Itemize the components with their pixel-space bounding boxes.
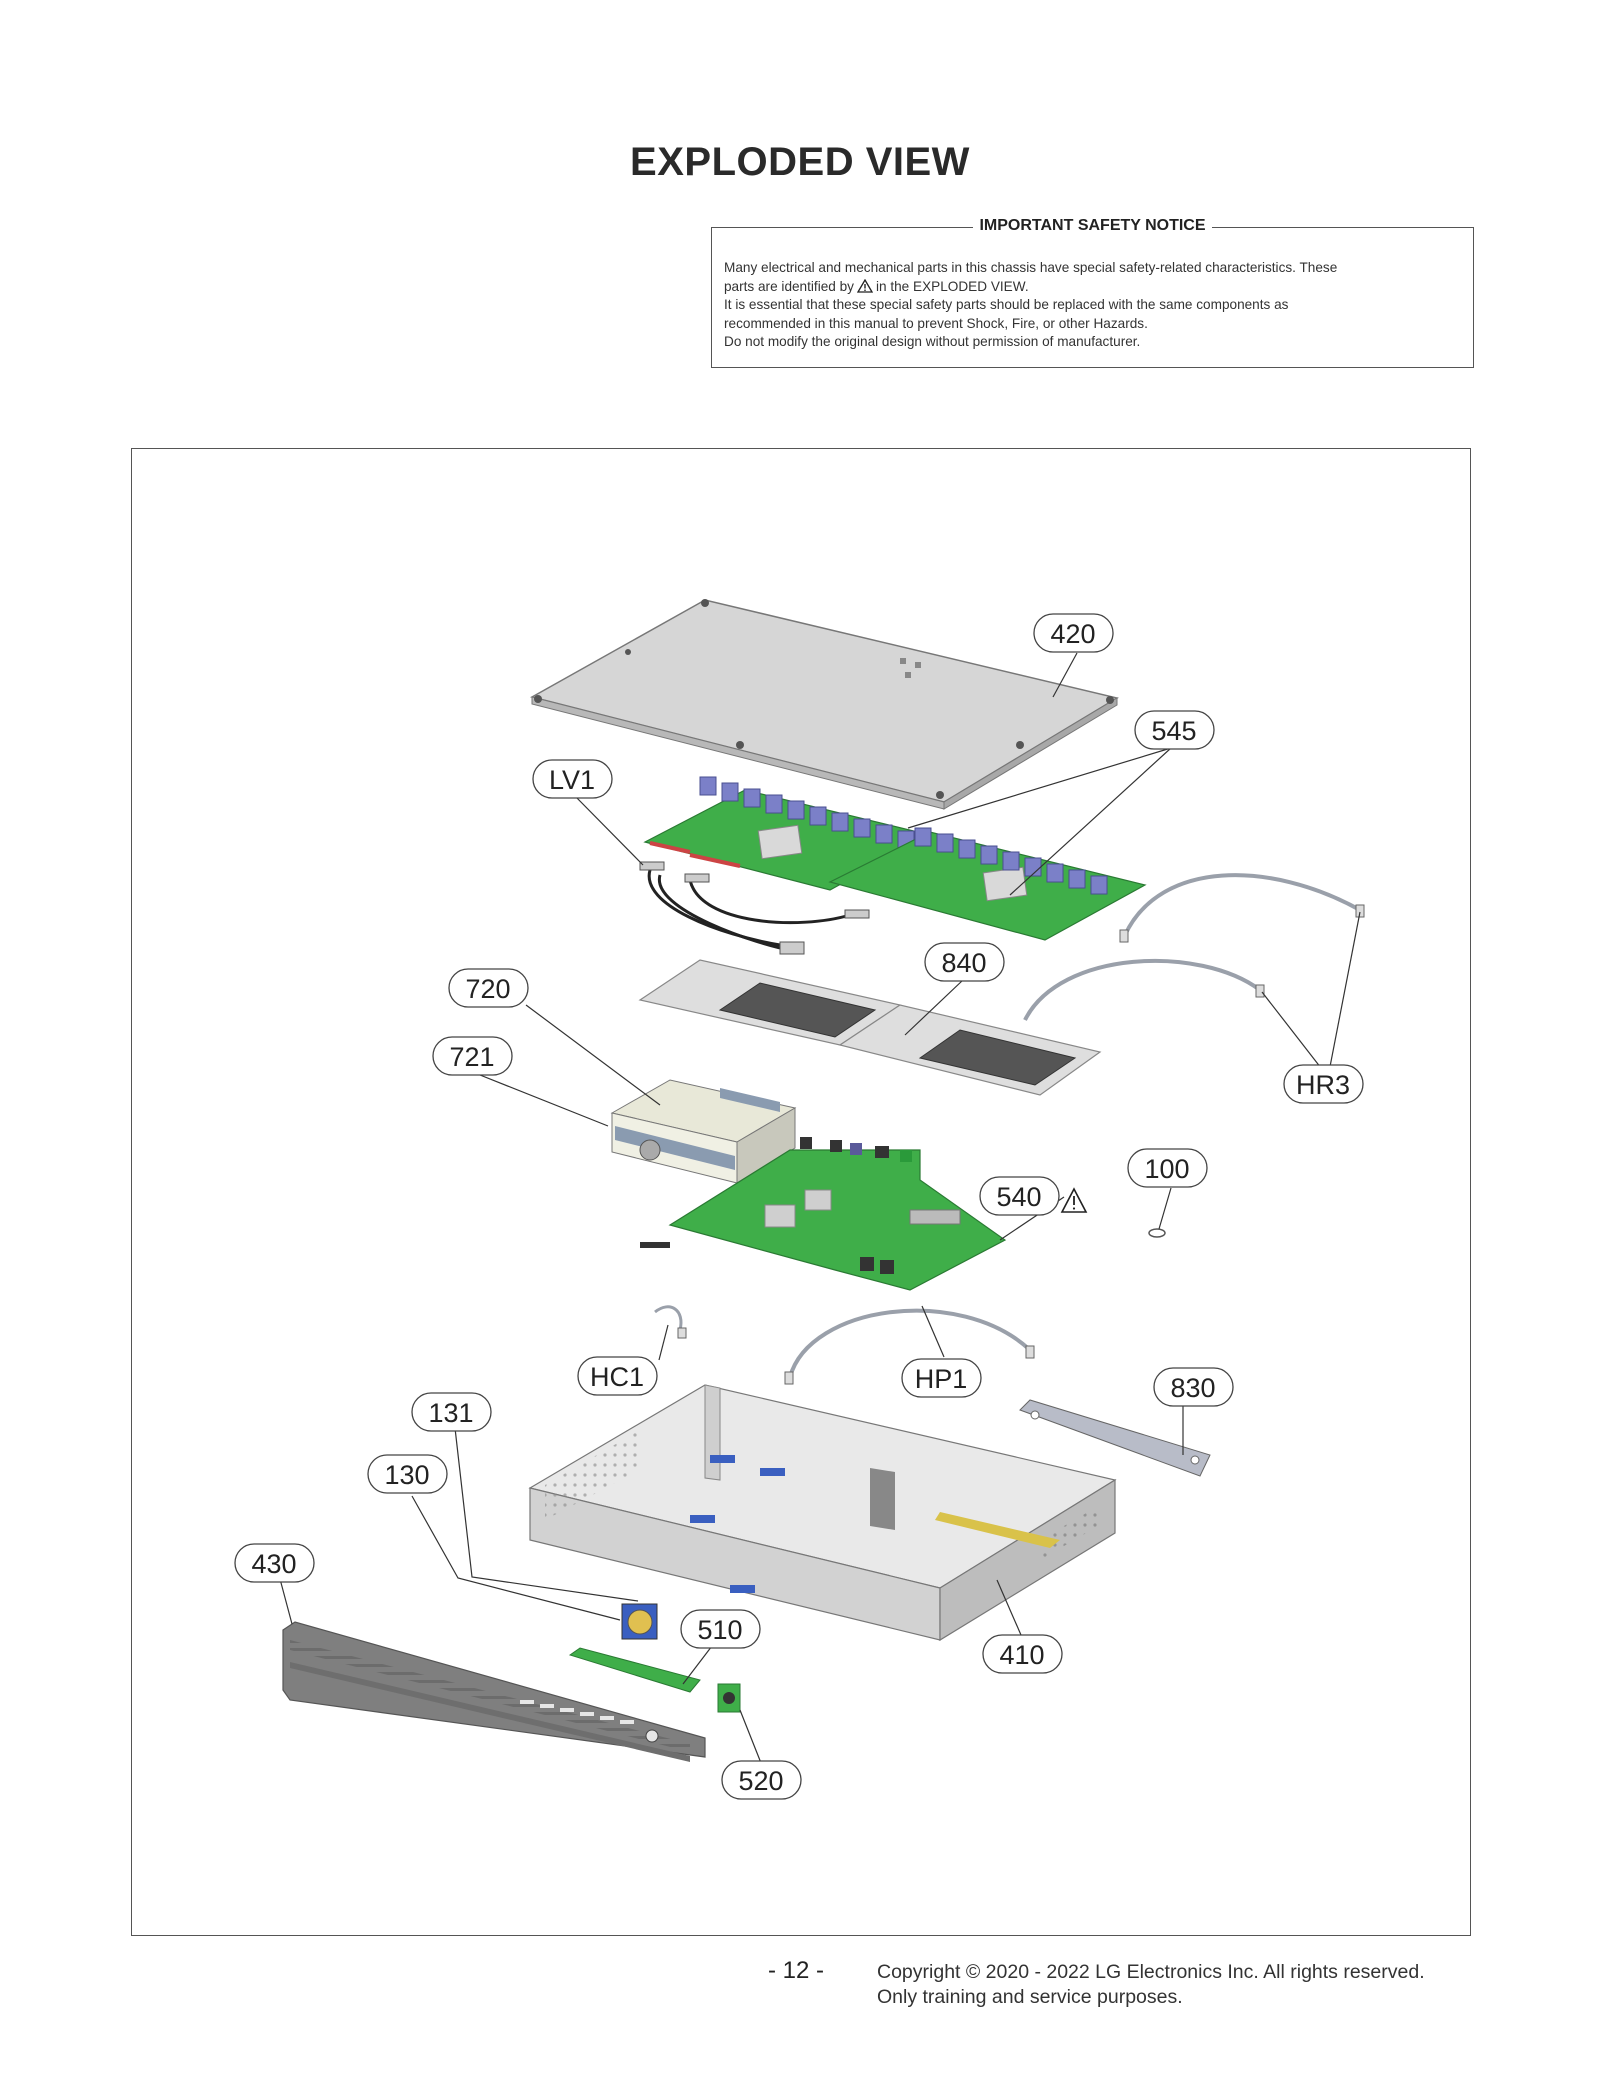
cable-hr3 (1023, 873, 1361, 1021)
notice-line-5: Do not modify the original design withou… (724, 334, 1141, 349)
svg-text:410: 410 (999, 1640, 1044, 1670)
callout-520: 520 (721, 1760, 802, 1800)
svg-text:545: 545 (1151, 716, 1196, 746)
svg-text:100: 100 (1144, 1154, 1189, 1184)
svg-text:721: 721 (449, 1042, 494, 1072)
callout-hc1: HC1 (577, 1356, 658, 1396)
callout-100: 100 (1127, 1148, 1208, 1188)
svg-text:510: 510 (697, 1615, 742, 1645)
notice-line-4: recommended in this manual to prevent Sh… (724, 315, 1148, 331)
front-panel-430 (282, 1621, 706, 1762)
svg-text:131: 131 (428, 1398, 473, 1428)
power-supply-720 (610, 1079, 797, 1184)
svg-text:720: 720 (465, 974, 510, 1004)
callout-131: 131 (411, 1392, 492, 1432)
svg-text:HR3: HR3 (1296, 1070, 1350, 1100)
hr3-connector (1119, 929, 1129, 943)
notice-line-1: Many electrical and mechanical parts in … (724, 260, 1338, 275)
callout-420: 420 (1033, 613, 1114, 653)
warning-triangle-icon (1060, 1187, 1088, 1213)
notice-line-3: It is essential that these special safet… (724, 297, 1289, 312)
callout-510: 510 (680, 1609, 761, 1649)
safety-notice-heading: IMPORTANT SAFETY NOTICE (712, 217, 1473, 235)
cable-hp1 (788, 1308, 1032, 1378)
callout-430: 430 (234, 1543, 315, 1583)
copyright-notice: Copyright © 2020 - 2022 LG Electronics I… (877, 1961, 1425, 2008)
part-100 (1148, 1228, 1166, 1238)
hc1-connector (677, 1327, 687, 1339)
callout-540: 540 (979, 1176, 1060, 1216)
led-driver-board-545-right (828, 827, 1147, 941)
callout-720: 720 (448, 968, 529, 1008)
callout-hp1: HP1 (901, 1358, 982, 1398)
chassis-410 (528, 1384, 1117, 1642)
hr3-connector (1355, 904, 1365, 918)
svg-text:420: 420 (1050, 619, 1095, 649)
callout-721: 721 (432, 1036, 513, 1076)
callout-545: 545 (1134, 710, 1215, 750)
callout-410: 410 (982, 1634, 1063, 1674)
hr3-connector (1255, 984, 1265, 998)
svg-text:HP1: HP1 (915, 1364, 968, 1394)
sub-board-520-knob (723, 1692, 735, 1704)
page-title: EXPLODED VIEW (630, 140, 970, 184)
power-knob-130 (627, 1609, 653, 1635)
front-board-510 (568, 1647, 701, 1693)
exploded-view-frame (131, 448, 1471, 1936)
warning-triangle-icon (856, 278, 873, 293)
main-board-540 (668, 1137, 1007, 1291)
callout-830: 830 (1153, 1367, 1234, 1407)
safety-notice-body: Many electrical and mechanical parts in … (724, 259, 1461, 352)
svg-text:430: 430 (251, 1549, 296, 1579)
svg-text:830: 830 (1170, 1373, 1215, 1403)
svg-text:HC1: HC1 (590, 1362, 644, 1392)
lvds-cable-lv1 (639, 861, 870, 955)
page-number: - 12 - (768, 1957, 825, 1984)
svg-text:LV1: LV1 (549, 765, 595, 795)
bracket-830 (1019, 1399, 1211, 1477)
svg-text:520: 520 (738, 1766, 783, 1796)
callout-lv1: LV1 (532, 759, 613, 799)
leader-lines (279, 652, 1361, 1764)
connector-part (640, 1242, 670, 1248)
svg-text:840: 840 (941, 948, 986, 978)
svg-text:540: 540 (996, 1182, 1041, 1212)
svg-text:130: 130 (384, 1460, 429, 1490)
cable-hc1 (654, 1305, 683, 1331)
top-cover-420 (529, 599, 1119, 810)
callout-130: 130 (367, 1454, 448, 1494)
hp1-connector (1025, 1345, 1035, 1359)
psu-knob-721 (639, 1139, 661, 1161)
safety-notice-box: IMPORTANT SAFETY NOTICE Many electrical … (711, 217, 1474, 368)
ssd-tray-840-right (838, 1004, 1102, 1096)
callout-hr3: HR3 (1283, 1064, 1364, 1104)
hp1-connector (784, 1371, 794, 1385)
callout-840: 840 (924, 942, 1005, 982)
